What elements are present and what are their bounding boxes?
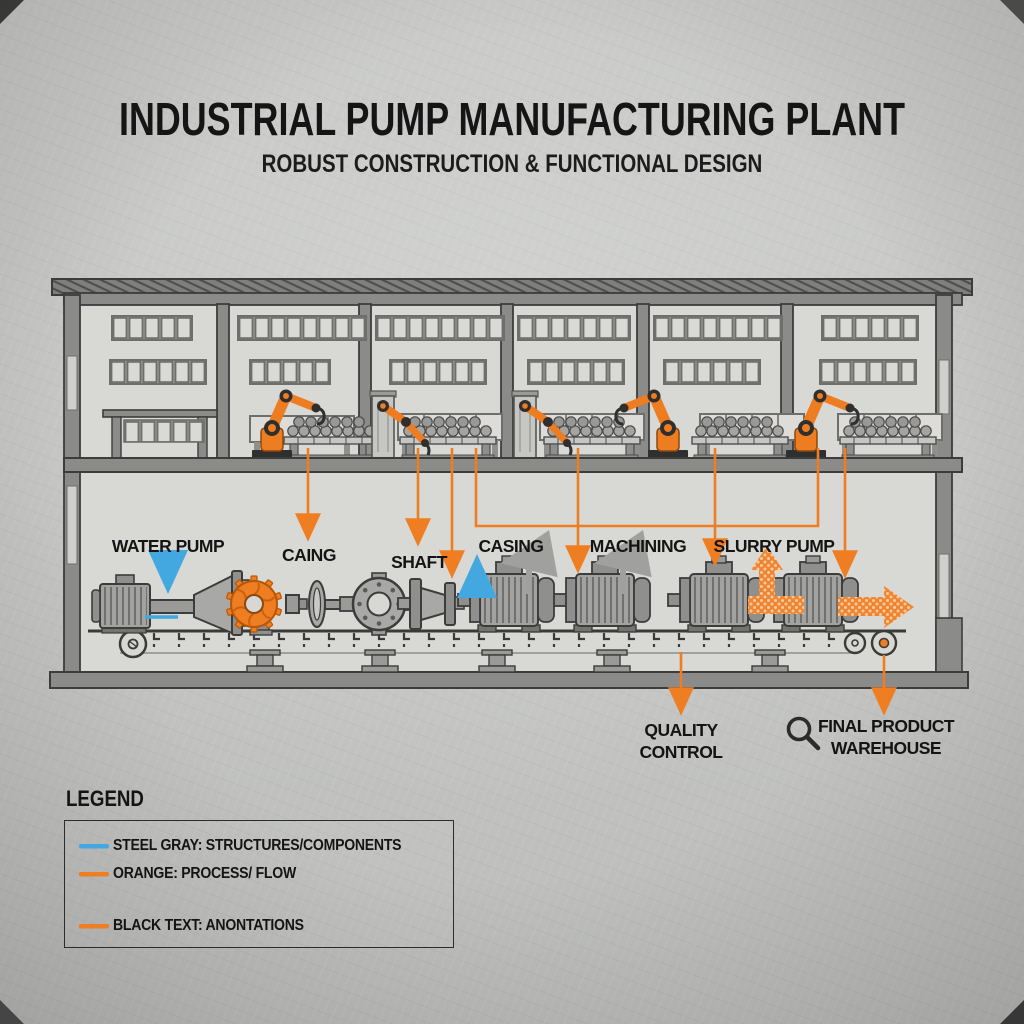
workbench (102, 409, 218, 459)
label-warehouse-line1: FINAL PRODUCT (818, 716, 955, 736)
factory-building (49, 278, 973, 689)
corner-mark (0, 1000, 24, 1024)
output-flow-arrow (838, 586, 914, 628)
left-wall (63, 294, 81, 673)
right-wall-window (938, 359, 950, 415)
corner-mark (1000, 0, 1024, 24)
label-warehouse-line2: WAREHOUSE (831, 738, 941, 758)
slurry-flow (748, 546, 804, 614)
legend-swatch-orange (79, 924, 109, 929)
label-machining: MACHINING (590, 536, 687, 556)
conveyor (88, 629, 906, 673)
legend-swatch-orange (79, 872, 109, 877)
columns (216, 303, 794, 461)
label-caing: CAING (282, 545, 336, 565)
impeller (226, 575, 282, 633)
label-quality-control-line1: QUALITY (644, 720, 718, 740)
volute-flange (339, 572, 418, 636)
page-title: INDUSTRIAL PUMP MANUFACTURING PLANT (118, 93, 906, 145)
magnifier-icon (786, 716, 821, 751)
legend-swatch-blue (79, 844, 109, 849)
label-slurry-pump: SLURRY PUMP (714, 536, 836, 556)
legend-box: STEEL GRAY: STRUCTURES/COMPONENTS ORANGE… (64, 820, 454, 948)
legend-item: ORANGE: PROCESS/ FLOW (79, 865, 321, 883)
coupling-part (285, 580, 344, 628)
left-wall-window (66, 485, 78, 565)
legend-heading: LEGEND (66, 786, 144, 811)
process-flow-arrows (295, 448, 897, 716)
left-wall-window (66, 355, 78, 411)
label-shaft: SHAFT (391, 552, 448, 572)
ground-slab (49, 671, 969, 689)
label-quality-control-line2: CONTROL (639, 742, 723, 762)
right-wall-window (938, 553, 950, 623)
upper-floor-slab (63, 457, 963, 473)
legend-item: STEEL GRAY: STRUCTURES/COMPONENTS (79, 837, 441, 855)
label-casing: CASING (478, 536, 543, 556)
corner-mark (0, 0, 24, 24)
lift-hook-arrows (500, 529, 652, 594)
page-subtitle: ROBUST CONSTRUCTION & FUNCTIONAL DESIGN (261, 150, 763, 178)
steel-annotation-arrows (148, 550, 497, 598)
corner-mark (1000, 1000, 1024, 1024)
right-footing (935, 617, 963, 675)
legend-item: BLACK TEXT: ANONTATIONS (79, 917, 330, 935)
end-roller (843, 631, 867, 655)
window-strips (109, 315, 919, 385)
label-water-pump: WATER PUMP (112, 536, 225, 556)
